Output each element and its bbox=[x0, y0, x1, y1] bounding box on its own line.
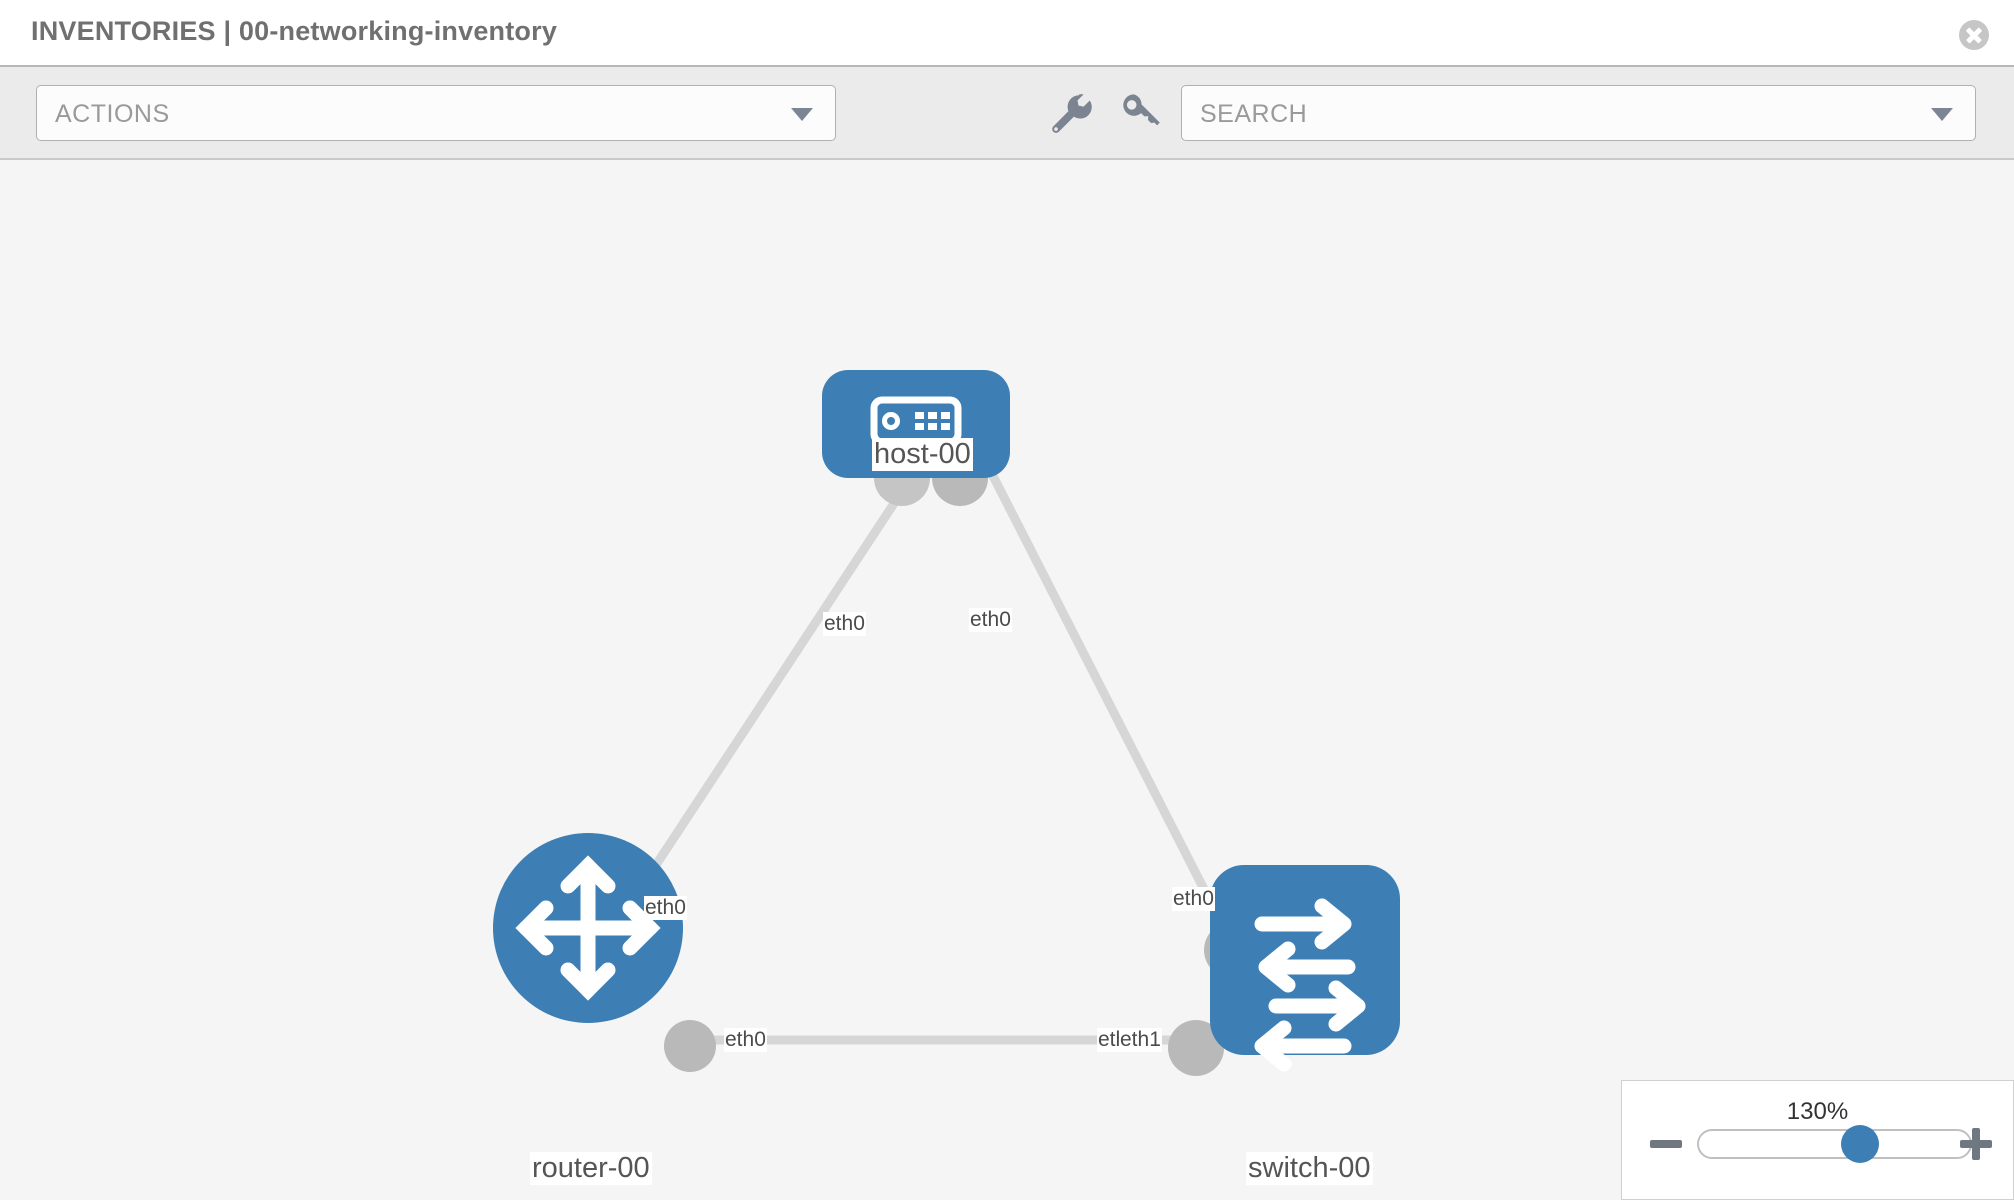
page-header: INVENTORIES | 00-networking-inventory bbox=[0, 0, 2014, 67]
iface-label-host00-eth0-left: eth0 bbox=[823, 612, 866, 636]
page-title: INVENTORIES | 00-networking-inventory bbox=[31, 16, 558, 46]
chevron-down-icon bbox=[791, 108, 813, 121]
port-switch00-eth1[interactable] bbox=[1168, 1020, 1224, 1076]
plus-icon[interactable] bbox=[1959, 1127, 1993, 1161]
topology-ports bbox=[664, 450, 1260, 1076]
node-label-switch-00: switch-00 bbox=[1246, 1152, 1373, 1185]
chevron-down-icon[interactable] bbox=[1931, 108, 1953, 121]
iface-label-host00-eth0-right: eth0 bbox=[969, 608, 1012, 632]
zoom-slider[interactable] bbox=[1697, 1125, 1972, 1163]
minus-icon[interactable] bbox=[1649, 1127, 1683, 1161]
node-switch-00[interactable] bbox=[1210, 865, 1400, 1072]
link-host00-switch00[interactable] bbox=[985, 467, 1240, 953]
node-label-router-00: router-00 bbox=[530, 1152, 652, 1185]
zoom-level-label: 130% bbox=[1786, 1098, 1849, 1125]
actions-dropdown[interactable]: ACTIONS bbox=[36, 85, 836, 141]
node-router-00[interactable] bbox=[493, 833, 683, 1023]
zoom-control-panel: 130% bbox=[1621, 1080, 2014, 1200]
iface-label-switch00-eth0-uplink: eth0 bbox=[1172, 887, 1215, 911]
zoom-slider-thumb[interactable] bbox=[1841, 1125, 1880, 1163]
topology-graph bbox=[493, 370, 1400, 1076]
actions-dropdown-label: ACTIONS bbox=[55, 100, 170, 128]
port-router00-eth0[interactable] bbox=[664, 1020, 716, 1072]
key-icon[interactable] bbox=[1116, 90, 1162, 136]
search-placeholder: SEARCH bbox=[1200, 100, 1308, 128]
topology-links bbox=[596, 467, 1240, 1045]
minus-icon-bar bbox=[1650, 1140, 1682, 1148]
wrench-icon[interactable] bbox=[1047, 90, 1093, 136]
router-arrows-icon bbox=[515, 855, 661, 1001]
iface-label-router00-eth0: eth0 bbox=[724, 1028, 767, 1052]
search-input[interactable]: SEARCH bbox=[1181, 85, 1976, 141]
iface-label-switch00-eth1: eth1 bbox=[1119, 1028, 1162, 1052]
node-label-host-00: host-00 bbox=[872, 438, 973, 471]
iface-label-router00-eth0-uplink: eth0 bbox=[644, 896, 687, 920]
close-icon[interactable] bbox=[1959, 20, 1989, 50]
plus-icon-bar-v bbox=[1972, 1128, 1980, 1160]
topology-canvas[interactable]: host-00 eth0 eth0 router-00 eth0 eth0 sw… bbox=[0, 160, 2014, 1200]
switch-arrows-icon bbox=[1254, 898, 1366, 1072]
